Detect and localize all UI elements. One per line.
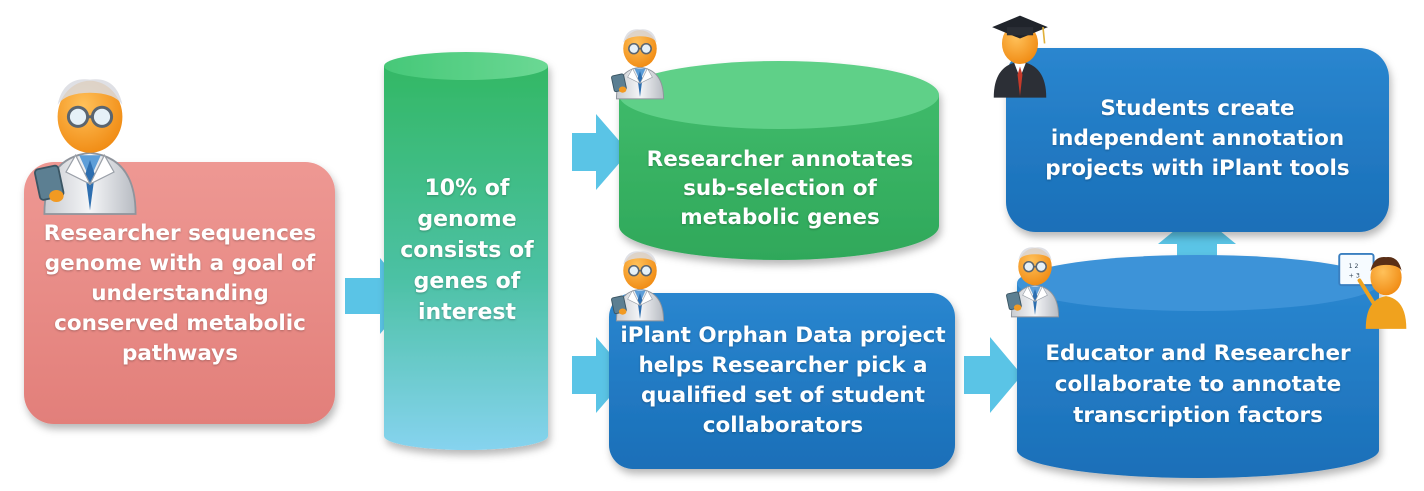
step-researcher-sequences (24, 162, 335, 424)
step-educator-researcher (1017, 255, 1379, 478)
students-create-text: Students create independent annotation p… (1025, 86, 1370, 192)
arrow-2 (572, 114, 629, 190)
step-students-create (1006, 48, 1389, 232)
genome-fraction-text: 10% of genome consists of genes of inter… (394, 170, 540, 330)
researcher-person-icon (610, 250, 665, 322)
researcher-sequences-label: Researcher sequences genome with a goal … (43, 221, 317, 366)
researcher-person-icon (32, 77, 138, 216)
orphan-data-label: iPlant Orphan Data project helps Researc… (620, 323, 946, 438)
students-create-label: Students create independent annotation p… (1045, 96, 1350, 181)
step-researcher-annotates (619, 61, 939, 260)
genome-fraction-label: 10% of genome consists of genes of inter… (400, 175, 534, 325)
researcher-person-icon (610, 28, 665, 100)
researcher-sequences-text: Researcher sequences genome with a goal … (30, 218, 330, 370)
researcher-annotates-label: Researcher annotates sub-selection of me… (646, 146, 914, 230)
arrow-3 (572, 337, 629, 413)
educator-researcher-text: Educator and Researcher collaborate to a… (1040, 330, 1356, 438)
arrow-up (1158, 212, 1236, 268)
educator-researcher-label: Educator and Researcher collaborate to a… (1045, 340, 1351, 428)
researcher-annotates-text: Researcher annotates sub-selection of me… (640, 138, 920, 238)
arrow-4 (964, 337, 1022, 413)
orphan-data-text: iPlant Orphan Data project helps Researc… (618, 318, 948, 444)
step-orphan-data (609, 293, 955, 469)
step-genome-fraction (384, 52, 548, 450)
